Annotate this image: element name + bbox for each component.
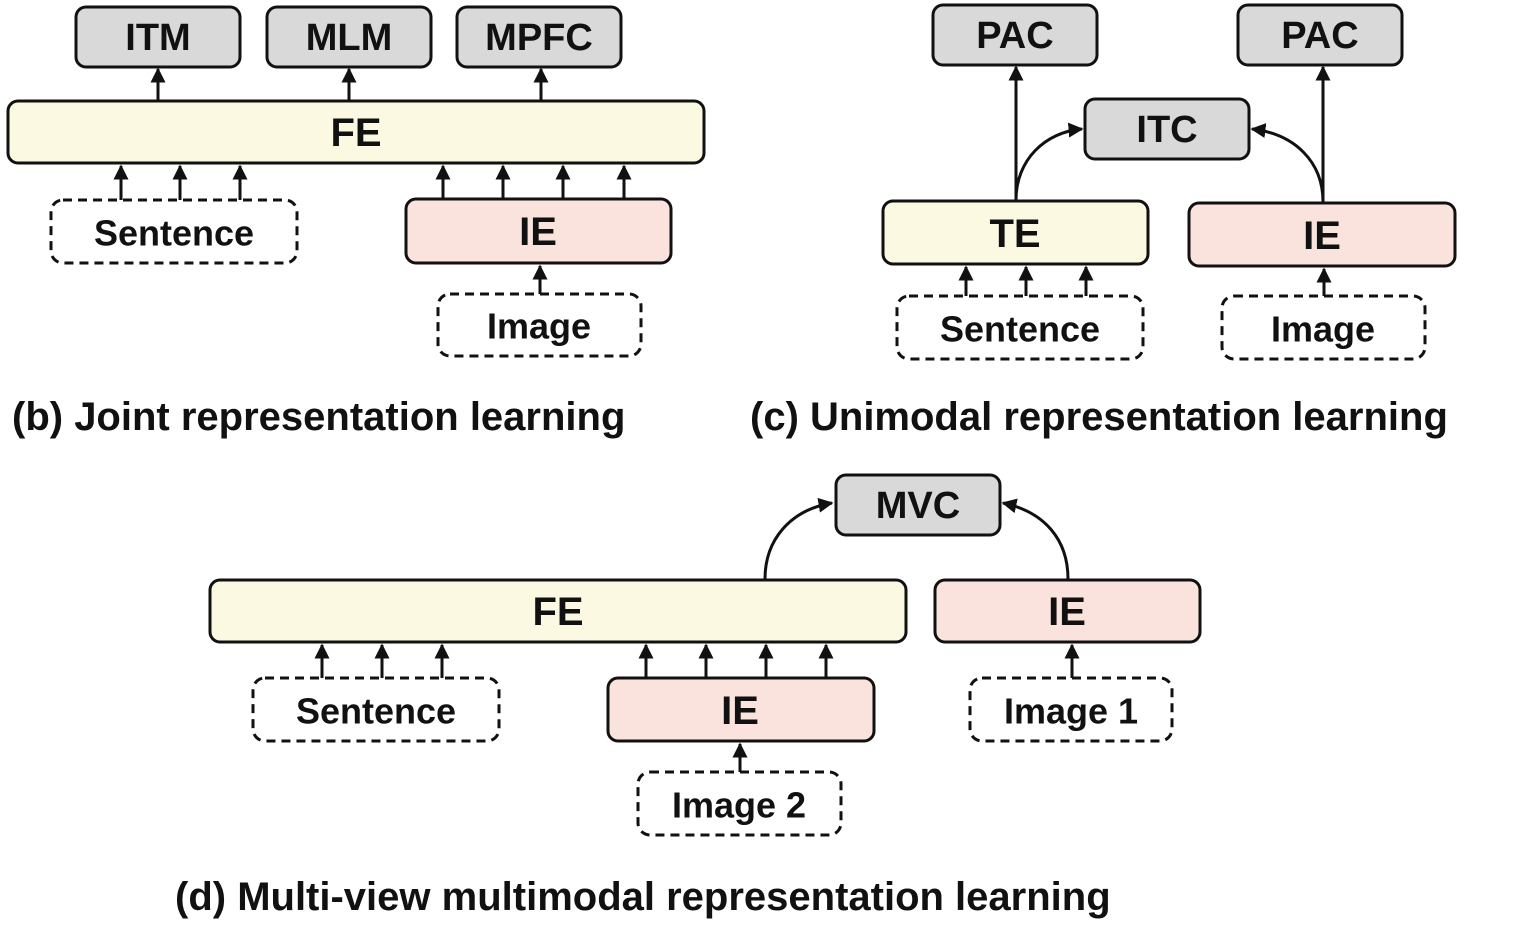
- objective-mvc-label: MVC: [876, 485, 960, 527]
- panel-b-joint-representation: ITM MLM MPFC FE Sentence: [6, 5, 706, 439]
- objective-pac-image: PAC: [1236, 3, 1404, 67]
- fusion-encoder: FE: [208, 578, 908, 644]
- objective-pac-text: PAC: [931, 3, 1099, 67]
- objective-mpfc: MPFC: [455, 5, 623, 69]
- objective-mlm-label: MLM: [306, 17, 393, 59]
- panel-d-caption: (d) Multi-view multimodal representation…: [175, 875, 1111, 919]
- objective-mpfc-label: MPFC: [485, 17, 593, 59]
- text-encoder-label: TE: [989, 212, 1040, 256]
- panel-b-caption: (b) Joint representation learning: [12, 395, 625, 439]
- objective-mlm: MLM: [265, 5, 433, 69]
- text-encoder: TE: [881, 199, 1150, 266]
- objective-itm-label: ITM: [125, 17, 190, 59]
- image-encoder-label: IE: [1303, 214, 1341, 258]
- sentence-input-label: Sentence: [940, 309, 1100, 350]
- objective-itc-label: ITC: [1136, 109, 1197, 151]
- sentence-input-label: Sentence: [296, 691, 456, 732]
- image-1-input-label: Image 1: [1004, 691, 1138, 732]
- panel-c-unimodal-representation: PAC PAC ITC TE IE Sen: [750, 3, 1457, 439]
- image-encoder-fused-label: IE: [721, 689, 759, 733]
- arrow-ie-to-mvc: [1001, 498, 1070, 580]
- image-input-label: Image: [1271, 309, 1375, 350]
- image-encoder-single-label: IE: [1048, 590, 1086, 634]
- sentence-input: Sentence: [895, 294, 1145, 361]
- image-encoder-single: IE: [933, 578, 1202, 644]
- panel-d-multiview-representation: MVC FE IE Sentence IE Image 1: [175, 473, 1202, 919]
- fusion-encoder: FE: [6, 99, 706, 165]
- objective-mvc: MVC: [834, 473, 1002, 537]
- objective-itm: ITM: [74, 5, 242, 69]
- image-encoder: IE: [1187, 201, 1457, 268]
- arrow-te-to-itc: [1014, 122, 1084, 201]
- sentence-input: Sentence: [49, 198, 299, 265]
- panel-c-caption: (c) Unimodal representation learning: [750, 395, 1448, 439]
- sentence-input: Sentence: [251, 676, 501, 743]
- image-2-input-label: Image 2: [672, 785, 806, 826]
- objective-pac-image-label: PAC: [1281, 15, 1358, 57]
- fusion-encoder-label: FE: [532, 590, 583, 634]
- image-encoder: IE: [404, 197, 673, 265]
- image-encoder-fused: IE: [606, 676, 876, 743]
- arrow-fe-to-mvc: [763, 497, 834, 580]
- objective-itc: ITC: [1083, 97, 1251, 161]
- image-1-input: Image 1: [968, 676, 1174, 743]
- image-input-label: Image: [487, 306, 591, 347]
- image-input: Image: [436, 292, 643, 358]
- sentence-input-label: Sentence: [94, 213, 254, 254]
- arrow-ie-to-itc: [1250, 123, 1325, 203]
- image-encoder-label: IE: [519, 210, 557, 254]
- image-2-input: Image 2: [636, 770, 843, 837]
- objective-pac-text-label: PAC: [976, 15, 1053, 57]
- fusion-encoder-label: FE: [330, 111, 381, 155]
- image-input: Image: [1220, 294, 1427, 361]
